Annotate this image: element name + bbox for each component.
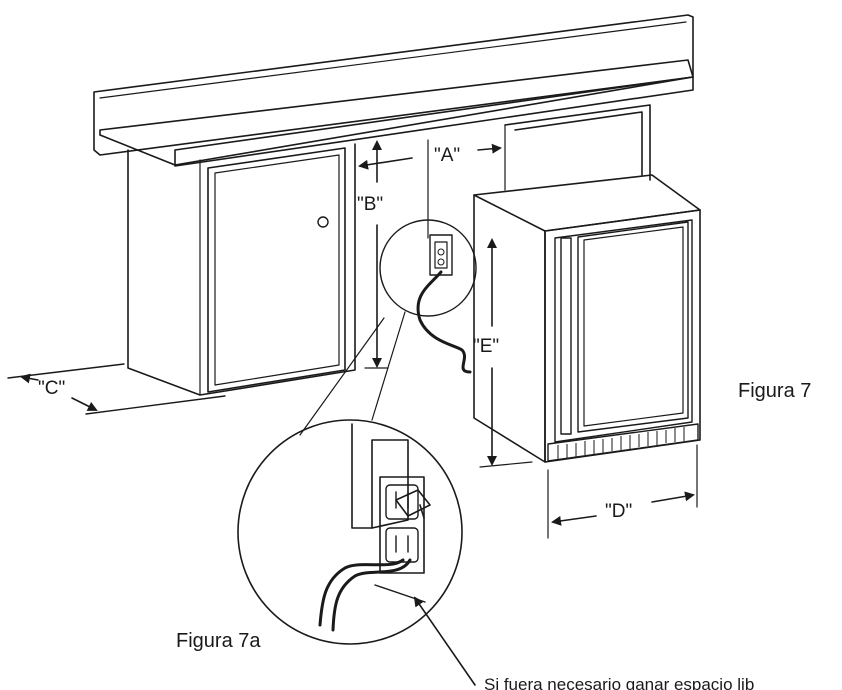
figure-7-caption: Figura 7: [738, 380, 811, 402]
label-a: "A": [434, 145, 460, 166]
figure-7a-caption: Figura 7a: [176, 630, 261, 652]
label-d: "D": [605, 501, 632, 522]
grille-slots: [557, 427, 685, 459]
refrigerator: [473, 174, 701, 463]
note-text: Si fuera necesario ganar espacio lib: [484, 675, 754, 690]
outlet-detail-large: [237, 311, 476, 686]
dimension-labels: "A" "B" "C" "E" "D": [38, 145, 632, 522]
outlet-detail-small: [379, 219, 477, 374]
label-b: "B": [357, 194, 383, 215]
label-c: "C": [38, 378, 65, 399]
label-e: "E": [473, 336, 499, 357]
cabinet-assembly: [7, 14, 694, 415]
dimension-lines: [20, 140, 698, 539]
